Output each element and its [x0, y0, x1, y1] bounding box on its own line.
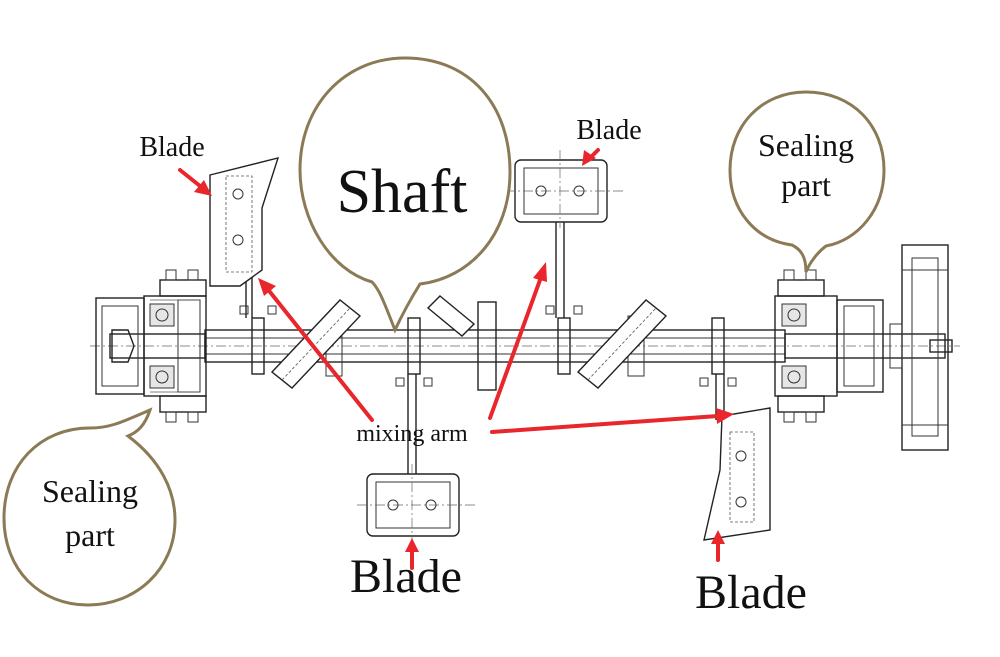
- blade-top-center: [505, 150, 625, 318]
- left-bolt-bottom-2: [187, 411, 199, 423]
- blade-label-bottom-center: Blade: [350, 550, 462, 603]
- blade-bottom-right: [703, 374, 771, 541]
- left-bearing-bottom: [149, 365, 175, 389]
- drive-pulley: [889, 244, 949, 451]
- mixing-arm-label: mixing arm: [356, 421, 468, 447]
- right-housing-inner: [843, 305, 875, 387]
- sealing-left-bubble-shape: [2, 407, 177, 607]
- left-housing-inner: [101, 305, 139, 387]
- right-housing-outer: [836, 299, 884, 393]
- shaft-label: Shaft: [337, 158, 468, 226]
- arrow-mixing-arm-right: [490, 414, 720, 434]
- bubble-sealing-right: Sealing part: [728, 90, 886, 273]
- left-flange-top: [159, 279, 207, 297]
- arrow-mixing-arm-left: [268, 290, 374, 422]
- blade-label-top-left: Blade: [139, 132, 204, 163]
- blade-bottom-center: [357, 374, 477, 546]
- blade-top-left: [209, 157, 280, 318]
- paddle-2: [426, 295, 476, 337]
- right-bearing-bottom: [781, 365, 807, 389]
- blade-plate-bottom-right: [703, 407, 771, 541]
- blade-plate-top-left: [209, 157, 280, 287]
- sealing-left-label-line2: part: [65, 517, 115, 553]
- text-labels: Blade Blade Blade Blade mixing arm: [139, 115, 807, 619]
- shaft-left-extension: [109, 333, 206, 359]
- left-bolt-top-1: [165, 269, 177, 281]
- right-ball-top: [787, 308, 801, 322]
- pointer-arrows: [178, 148, 734, 570]
- left-bolt-top-2: [187, 269, 199, 281]
- sealing-right-label-line2: part: [781, 167, 831, 203]
- left-bolt-bottom-1: [165, 411, 177, 423]
- pulley-rim: [901, 244, 949, 451]
- paddle-1: [270, 299, 362, 389]
- left-ball-top: [155, 308, 169, 322]
- right-ball-bottom: [787, 370, 801, 384]
- arrow-mixing-arm-center: [488, 278, 542, 420]
- right-bearing-housing: [774, 269, 884, 423]
- sealing-right-label-line1: Sealing: [758, 127, 854, 163]
- right-flange-top: [777, 279, 825, 297]
- bubble-sealing-left: Sealing part: [2, 407, 177, 607]
- arrow-blade-top-left: [178, 168, 202, 188]
- left-bearing-housing: [95, 269, 207, 423]
- shaft-bubble-shape: [298, 56, 512, 334]
- blade-label-bottom-right: Blade: [695, 566, 807, 619]
- bubble-shaft: Shaft: [298, 56, 512, 334]
- paddle-3: [576, 299, 668, 389]
- shaft-right-extension: [784, 333, 946, 359]
- sealing-right-bubble-shape: [728, 90, 886, 273]
- left-end-cap: [111, 329, 135, 363]
- pulley-web: [911, 257, 939, 437]
- right-flange-bottom: [777, 395, 825, 413]
- shaft-right-tip: [929, 339, 953, 353]
- shaft-assembly: [90, 329, 960, 363]
- left-bearing-top: [149, 303, 175, 327]
- left-ball-bottom: [155, 370, 169, 384]
- right-bearing-top: [781, 303, 807, 327]
- diagonal-paddles: [270, 295, 668, 389]
- blade-label-top-center: Blade: [576, 115, 641, 146]
- left-flange-bottom: [159, 395, 207, 413]
- sealing-left-label-line1: Sealing: [42, 473, 138, 509]
- pulley-hub: [889, 323, 903, 369]
